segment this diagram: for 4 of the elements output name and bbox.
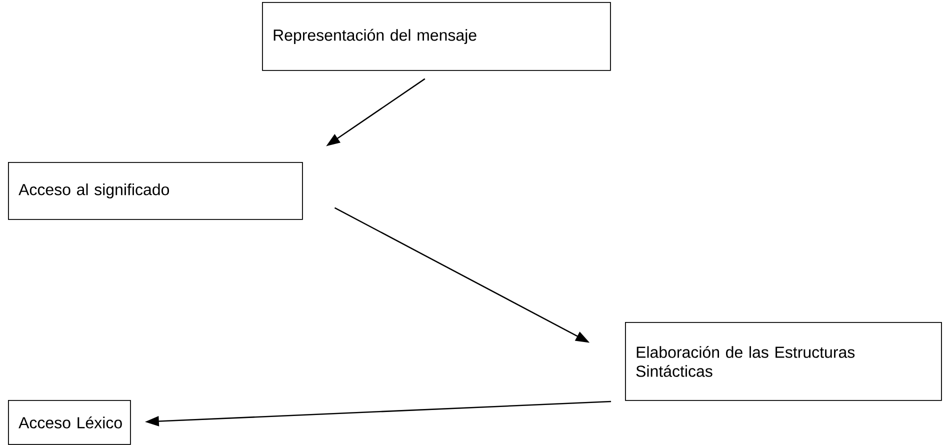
process-box: Representación del mensaje <box>262 2 611 71</box>
process-box: Acceso Léxico <box>8 400 131 445</box>
process-box: Elaboración de las Estructuras Sintácticas <box>625 322 942 401</box>
process-box: Acceso al significado <box>8 162 303 220</box>
